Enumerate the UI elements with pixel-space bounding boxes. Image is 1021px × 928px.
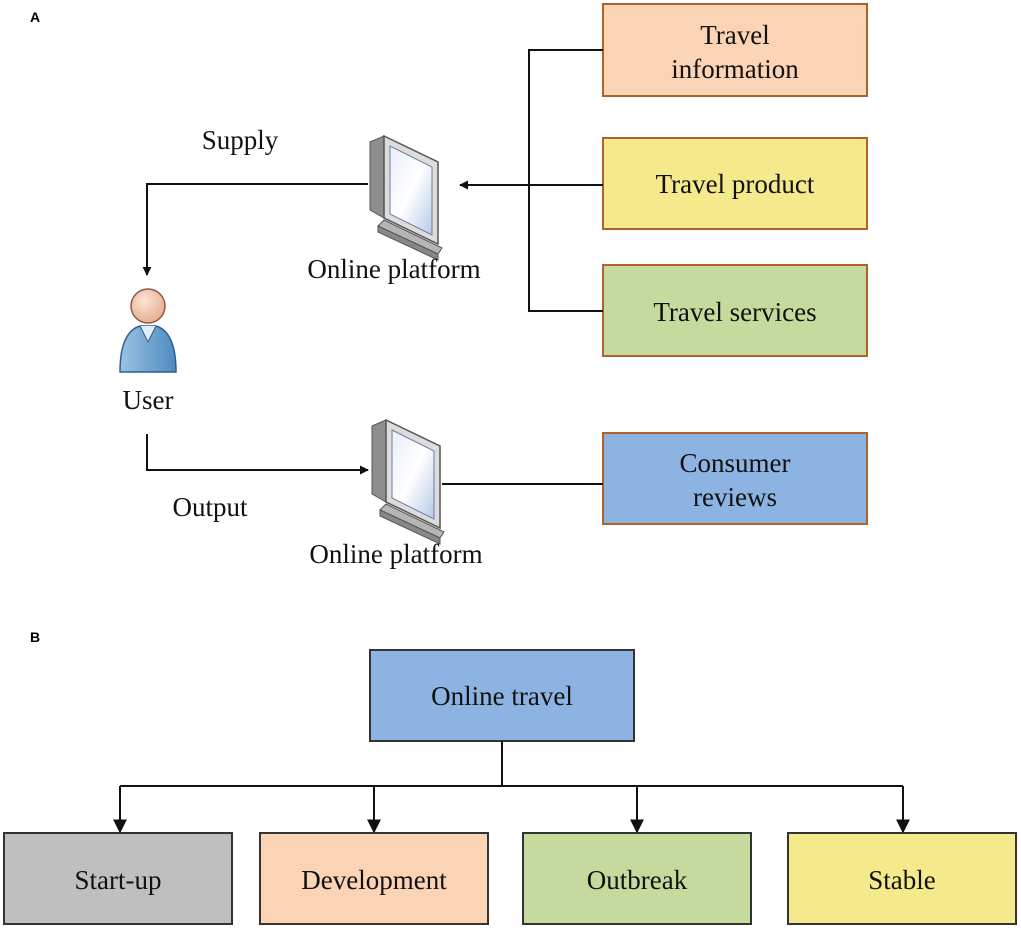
monitor-icon <box>371 418 445 545</box>
source-box-travel-services: Travel services <box>602 264 868 357</box>
panel-b-tag: B <box>30 629 40 645</box>
source-box-travel-product: Travel product <box>602 137 868 230</box>
stage-box-outbreak: Outbreak <box>522 832 752 925</box>
supply-label: Supply <box>202 125 279 155</box>
source-bracket-connector <box>528 49 603 312</box>
stage-box-label: Start-up <box>75 865 162 895</box>
stage-box-label: Stable <box>868 865 936 895</box>
output-label: Output <box>172 492 248 522</box>
source-box-label-line2: information <box>671 54 799 84</box>
stage-box-label: Development <box>301 865 447 895</box>
panel-a-tag: A <box>30 9 40 25</box>
stage-box-development: Development <box>259 832 489 925</box>
platform-top-label: Online platform <box>307 254 480 284</box>
platform-bottom-label: Online platform <box>309 539 482 569</box>
reviews-box-label-line2: reviews <box>693 482 777 512</box>
root-box-online-travel: Online travel <box>369 649 635 742</box>
reviews-box-consumer-reviews: Consumer reviews <box>602 432 868 525</box>
root-box-label: Online travel <box>431 681 573 711</box>
supply-arrow-to-user <box>142 183 368 276</box>
source-box-label: Travel product <box>656 169 815 199</box>
monitor-icon <box>369 134 443 261</box>
reviews-box-label-line1: Consumer <box>680 448 791 478</box>
source-box-label-line1: Travel <box>700 20 770 50</box>
user-label: User <box>123 385 174 415</box>
stage-box-label: Outbreak <box>587 865 688 895</box>
output-arrow-to-platform <box>146 434 369 475</box>
source-box-label: Travel services <box>653 297 816 327</box>
user-icon <box>119 288 177 373</box>
source-box-travel-information: Travel information <box>602 3 868 97</box>
stage-box-startup: Start-up <box>3 832 233 925</box>
stage-box-stable: Stable <box>787 832 1017 925</box>
